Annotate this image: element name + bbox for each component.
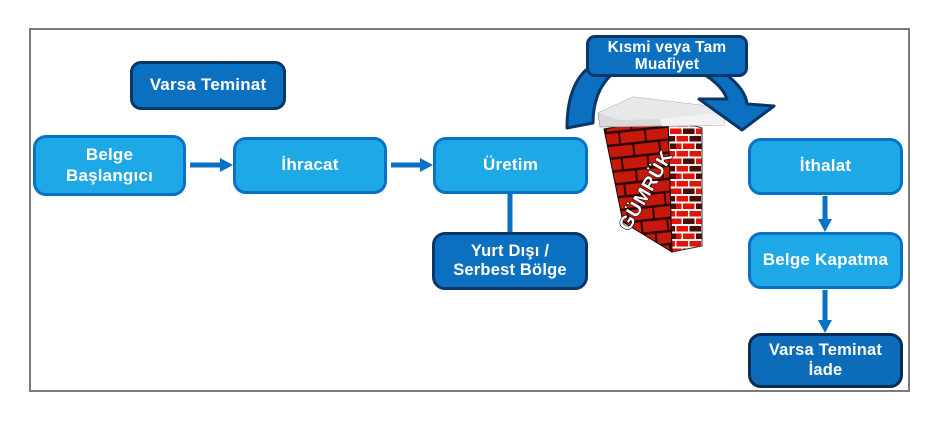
node-kismi-muafiyet-label: Kısmi veya Tam Muafiyet [607,38,727,73]
node-yurt-disi-label: Yurt Dışı / Serbest Bölge [453,241,567,279]
node-yurt-disi-serbest-bolge: Yurt Dışı / Serbest Bölge [432,232,588,290]
node-belge-baslangici-label: Belge Başlangıcı [65,145,154,185]
node-uretim-label: Üretim [482,155,539,175]
node-varsa-teminat-iade: Varsa Teminat İade [748,333,903,388]
node-ithalat: İthalat [748,138,903,195]
node-varsa-teminat-label: Varsa Teminat [149,75,267,95]
node-belge-baslangici: Belge Başlangıcı [33,135,186,196]
node-ithalat-label: İthalat [799,156,852,176]
node-belge-kapatma: Belge Kapatma [748,232,903,289]
node-ihracat-label: İhracat [281,155,339,175]
arch-left-arm [565,68,614,130]
arrow-belge-to-ihracat [190,158,233,172]
node-uretim: Üretim [433,137,588,194]
customs-wall: GÜMRÜK [597,96,725,253]
node-ihracat: İhracat [233,137,387,194]
wall-cap [597,96,725,128]
arrow-ithalat-to-belgekapatma [818,196,832,232]
node-kismi-muafiyet: Kısmi veya Tam Muafiyet [586,35,748,77]
node-varsa-teminat: Varsa Teminat [130,61,286,110]
arrow-ihracat-to-uretim [391,158,433,172]
arrow-belgekapatma-to-iade [818,290,832,333]
wall-side-face [667,117,703,253]
node-belge-kapatma-label: Belge Kapatma [762,250,889,270]
node-varsa-teminat-iade-label: Varsa Teminat İade [768,341,883,379]
